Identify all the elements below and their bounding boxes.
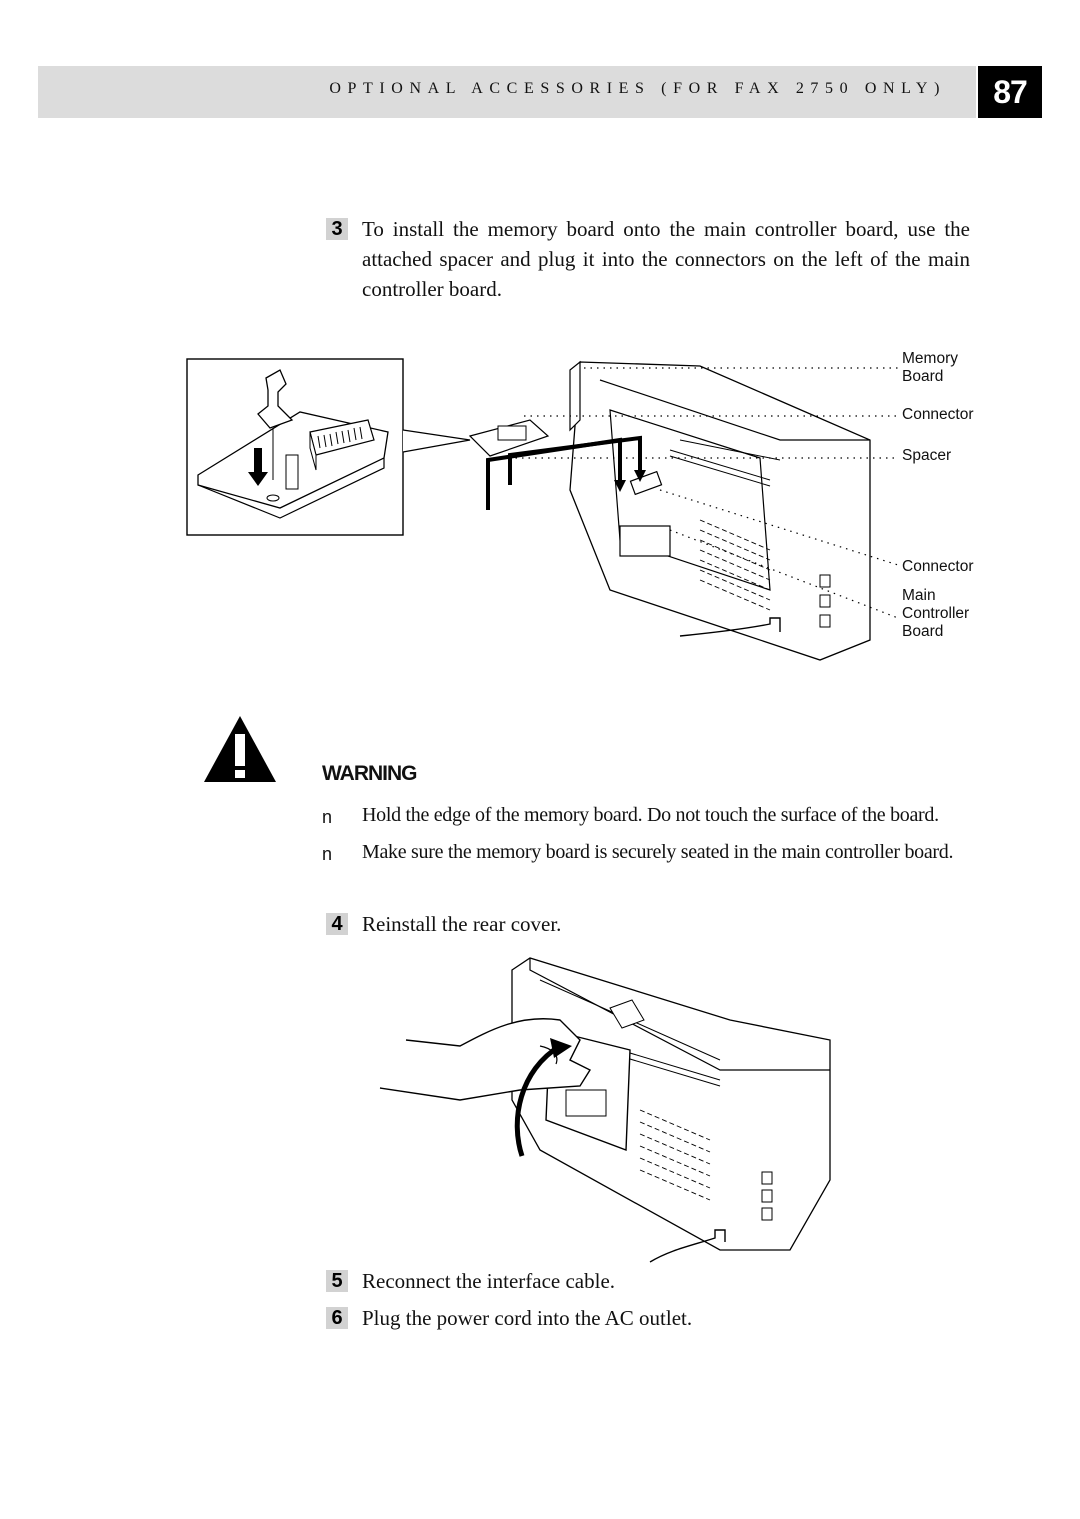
- warning-item-2: Make sure the memory board is securely s…: [362, 841, 954, 863]
- step-4-number: 4: [326, 913, 348, 935]
- step-3-number: 3: [326, 218, 348, 240]
- page-number: 87: [978, 66, 1042, 118]
- label-connector-top: Connector: [902, 406, 974, 423]
- memory-board-install-illustration: [186, 358, 899, 661]
- warning-bullet-2-glyph: n: [322, 844, 333, 864]
- step-6-number: 6: [326, 1307, 348, 1329]
- step-5-number: 5: [326, 1270, 348, 1292]
- warning-bullet-1-glyph: n: [322, 807, 333, 827]
- warning-item-1: Hold the edge of the memory board. Do no…: [362, 804, 939, 826]
- warning-title: WARNING: [322, 762, 417, 785]
- label-spacer: Spacer: [902, 447, 952, 464]
- label-main-controller-board: Main Controller Board: [902, 587, 969, 641]
- reinstall-rear-cover-illustration: [379, 957, 831, 1263]
- label-main-controller-board-text: Main Controller Board: [902, 587, 970, 640]
- label-memory-board-text: Memory Board: [902, 350, 958, 385]
- label-connector-bottom: Connector: [902, 558, 974, 575]
- label-memory-board: Memory Board: [902, 350, 958, 386]
- step-3-text: To install the memory board onto the mai…: [362, 217, 970, 301]
- step-4-text: Reinstall the rear cover.: [362, 912, 562, 936]
- header-band: [38, 66, 976, 118]
- step-5-text: Reconnect the interface cable.: [362, 1269, 616, 1293]
- warning-icon: [204, 716, 276, 782]
- section-title: OPTIONAL ACCESSORIES (FOR FAX 2750 ONLY): [329, 80, 946, 97]
- step-6-text: Plug the power cord into the AC outlet.: [362, 1306, 693, 1330]
